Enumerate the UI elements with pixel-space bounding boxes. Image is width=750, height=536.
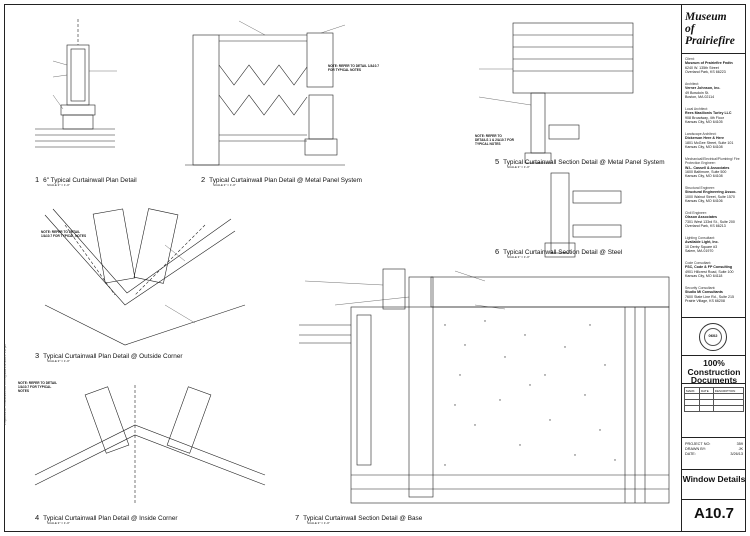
file-path-text: Projects/359 - Prairiefire/CAD In Progre… bbox=[3, 344, 7, 425]
consultant-firm: Studio Mi Consultants bbox=[685, 290, 723, 295]
divider bbox=[682, 53, 746, 54]
consultant-role: Client: bbox=[685, 57, 695, 61]
project-title: Museum of Prairiefire bbox=[685, 11, 735, 47]
consultant-block: Architect:Verner Johnson, Inc.49 Bowdoin… bbox=[685, 82, 743, 99]
consultant-role: Local Architect: bbox=[685, 107, 708, 111]
consultant-firm: Available Light, Inc. bbox=[685, 240, 719, 245]
consultant-address-line: Overland Park, KS 66223 bbox=[685, 69, 726, 74]
sheet-number: A10.7 bbox=[693, 505, 735, 522]
concrete-hatch bbox=[444, 320, 616, 466]
consultant-address-line: 1000 Walnut Street, Suite 1570 bbox=[685, 194, 735, 199]
consultant-block: Local Architect:Rees Masilionis Turley L… bbox=[685, 107, 743, 124]
consultant-role: Civil Engineer: bbox=[685, 211, 707, 215]
consultant-role: Landscape Architect: bbox=[685, 132, 717, 136]
consultant-address-line: 10 Derby Square #3 bbox=[685, 244, 718, 249]
consultant-address-line: Kansas City, MO 64108 bbox=[685, 144, 723, 149]
consultant-address-line: Kansas City, MO 64106 bbox=[685, 198, 723, 203]
consultant-block: Structural Engineer:Structural Engineeri… bbox=[685, 186, 743, 203]
meta-date: DATE:3/26/13 bbox=[685, 452, 743, 456]
revision-table: MARK DATE DESCRIPTION bbox=[684, 387, 745, 412]
consultant-role: Code Consultant: bbox=[685, 261, 712, 265]
consultant-role: Architect: bbox=[685, 82, 700, 86]
consultant-address-line: 1801 McGee Street, Suite 101 bbox=[685, 140, 734, 145]
project-meta: PROJECT NO:359 DRAWN BY:JK DATE:3/26/13 bbox=[685, 442, 743, 457]
note-refer-details-1-2: NOTE: REFER TO DETAILS 1 & 2/A10.7 FOR T… bbox=[475, 134, 514, 146]
issue-status: 100% Construction Documents bbox=[687, 358, 741, 386]
consultant-address-line: 7301 West 133rd St., Suite 200 bbox=[685, 219, 735, 224]
divider bbox=[682, 317, 746, 318]
consultant-address-line: Salem, MA 01970 bbox=[685, 248, 714, 253]
sheet-title: Window Details bbox=[682, 474, 746, 484]
drawing-area: NOTE: REFER TO DETAIL 1/A10.7 FOR TYPICA… bbox=[3, 5, 681, 531]
consultant-firm: Verner Johnson, Inc. bbox=[685, 86, 721, 91]
drawing-sheet: NOTE: REFER TO DETAIL 1/A10.7 FOR TYPICA… bbox=[3, 4, 746, 532]
professional-seal: 0602 bbox=[699, 323, 727, 351]
consultant-firm: Rees Masilionis Turley LLC bbox=[685, 111, 732, 116]
consultant-block: Code Consultant:FSC, Code & FP Consultin… bbox=[685, 261, 743, 278]
consultant-address-line: 7600 State Line Rd., Suite 215 bbox=[685, 294, 734, 299]
consultant-block: Landscape Architect:Dickerson Here & Her… bbox=[685, 132, 743, 149]
divider bbox=[682, 437, 746, 438]
meta-drawn-by: DRAWN BY:JK bbox=[685, 447, 743, 451]
consultant-address-line: Overland Park, KS 66213 bbox=[685, 223, 726, 228]
consultant-role: Mechanical/Electrical/Plumbing/ Fire Pro… bbox=[685, 157, 740, 166]
consultant-address-line: Kansas City, MO 64108 bbox=[685, 174, 723, 179]
consultant-address-line: 908 Broadway, 4th Floor bbox=[685, 115, 724, 120]
consultant-firm: Olsson Associates bbox=[685, 215, 718, 220]
note-refer-detail-1-inside: NOTE: REFER TO DETAIL 1/A10.7 FOR TYPICA… bbox=[18, 381, 57, 393]
consultant-address-line: Boston, MA 02114 bbox=[685, 94, 715, 99]
divider bbox=[682, 355, 746, 356]
consultant-block: Security Consultant:Studio Mi Consultant… bbox=[685, 286, 743, 303]
consultant-block: Lighting Consultant:Available Light, Inc… bbox=[685, 236, 743, 253]
consultant-firm: W.L. Cassell & Associates bbox=[685, 165, 730, 170]
consultant-address-line: 1600 Baltimore, Suite 500 bbox=[685, 169, 727, 174]
title-block: Museum of Prairiefire Client:Museum of P… bbox=[681, 5, 746, 531]
consultant-firm: Structural Engineering Assoc. bbox=[685, 190, 737, 195]
divider bbox=[682, 469, 746, 470]
consultant-address-line: 49 Bowdoin St. bbox=[685, 90, 710, 95]
divider bbox=[682, 383, 746, 384]
note-refer-detail-1: NOTE: REFER TO DETAIL 1/A10.7 FOR TYPICA… bbox=[328, 64, 380, 72]
detail-linework bbox=[34, 19, 670, 505]
note-refer-detail-1-corner: NOTE: REFER TO DETAIL 1/A10.7 FOR TYPICA… bbox=[41, 230, 87, 238]
consultant-firm: Museum of Prairiefire Fndtn bbox=[685, 61, 733, 66]
consultant-address-line: Kansas City, MO 64118 bbox=[685, 273, 723, 278]
consultant-address-line: 6240 W. 135th Street bbox=[685, 65, 719, 70]
consultant-address-line: Prairie Village, KS 66208 bbox=[685, 298, 725, 303]
consultant-address-line: 4901 Hillcrest Road, Suite 100 bbox=[685, 269, 734, 274]
meta-project-no: PROJECT NO:359 bbox=[685, 442, 743, 446]
consultant-firm: Dickerson Here & Here bbox=[685, 136, 724, 141]
consultant-role: Lighting Consultant: bbox=[685, 236, 715, 240]
consultant-firm: FSC, Code & FP Consulting bbox=[685, 265, 733, 270]
consultant-block: Mechanical/Electrical/Plumbing/ Fire Pro… bbox=[685, 157, 743, 178]
revision-row bbox=[684, 405, 745, 412]
consultant-address-line: Kansas City, MO 64105 bbox=[685, 119, 723, 124]
divider bbox=[682, 499, 746, 500]
consultant-role: Structural Engineer: bbox=[685, 186, 715, 190]
consultant-role: Security Consultant: bbox=[685, 286, 716, 290]
